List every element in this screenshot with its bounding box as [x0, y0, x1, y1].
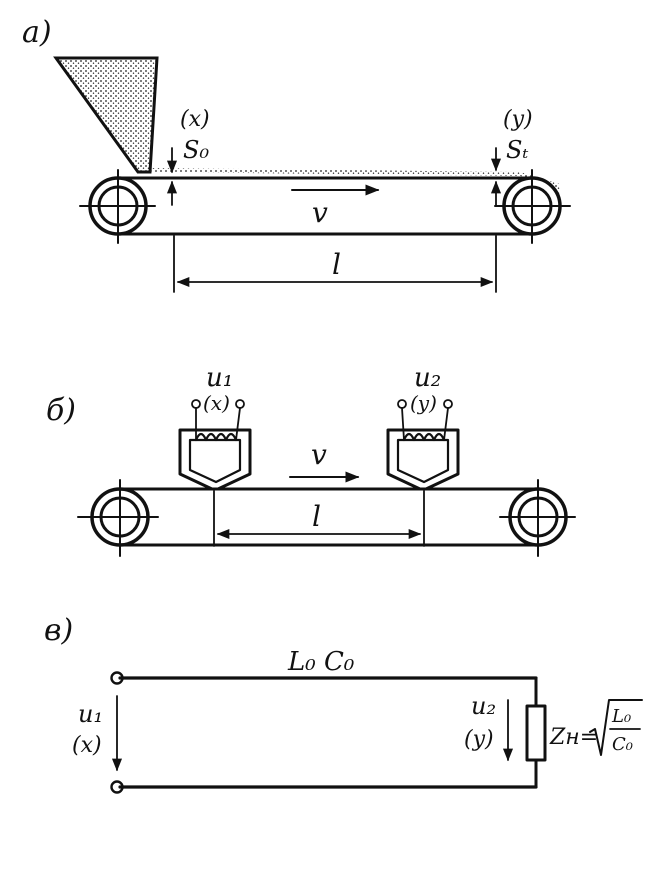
panel-c-y-mark: (y) [464, 727, 494, 752]
panel-a-velocity-label: v [312, 196, 328, 229]
sensor-1-coil [194, 432, 238, 442]
panel-a-label: а) [22, 15, 52, 50]
panel-b-label: б) [46, 393, 76, 428]
sensor-1-terminal-right [235, 399, 245, 409]
line-params-label: L₀ C₀ [287, 647, 355, 677]
panel-c-x-mark: (x) [72, 733, 102, 758]
panel-b-x-mark: (x) [203, 391, 230, 415]
input-terminal-top [110, 671, 124, 685]
sensor-2-terminal-left [397, 399, 407, 409]
sqrt-denominator: C₀ [612, 734, 633, 755]
right-pulley [494, 169, 571, 244]
sensor-1-terminal-left [191, 399, 201, 409]
sensor-2-terminal-right [443, 399, 453, 409]
panel-b-velocity-label: v [311, 438, 327, 471]
impedance-label: Zн= [549, 725, 598, 750]
sensor-2-coil [402, 432, 446, 442]
panel-a-y-mark: (y) [503, 107, 533, 132]
panel-b-left-pulley [77, 479, 159, 557]
panel-a: а) (x) S₀ (y) Sₜ v [22, 15, 571, 293]
sensor-2 [386, 399, 460, 491]
st-label: Sₜ [506, 136, 528, 164]
sqrt-numerator: L₀ [611, 706, 631, 727]
s0-label: S₀ [183, 136, 209, 164]
hopper [53, 56, 159, 174]
panel-a-x-mark: (x) [180, 107, 210, 132]
panel-c-label: в) [44, 613, 73, 648]
left-pulley [79, 169, 156, 244]
panel-b-right-pulley [499, 479, 576, 557]
load-resistor [525, 704, 547, 762]
material-layer [140, 168, 560, 196]
panel-b-y-mark: (y) [410, 391, 437, 415]
panel-a-length-label: l [332, 248, 341, 281]
input-terminal-bottom [110, 780, 124, 794]
panel-c-u2-label: u₂ [471, 692, 496, 720]
panel-b-length-label: l [312, 500, 321, 533]
sqrt-sign [589, 699, 643, 756]
u1-label: u₁ [206, 363, 233, 393]
panel-c-u1-label: u₁ [78, 700, 103, 728]
panel-b: б) u₁ (x) [46, 363, 576, 557]
sensor-1 [178, 399, 252, 491]
u2-label: u₂ [414, 363, 441, 393]
panel-c: в) L₀ C₀ u₁ (x) u₂ (y) Zн= L₀ C₀ [44, 613, 643, 794]
